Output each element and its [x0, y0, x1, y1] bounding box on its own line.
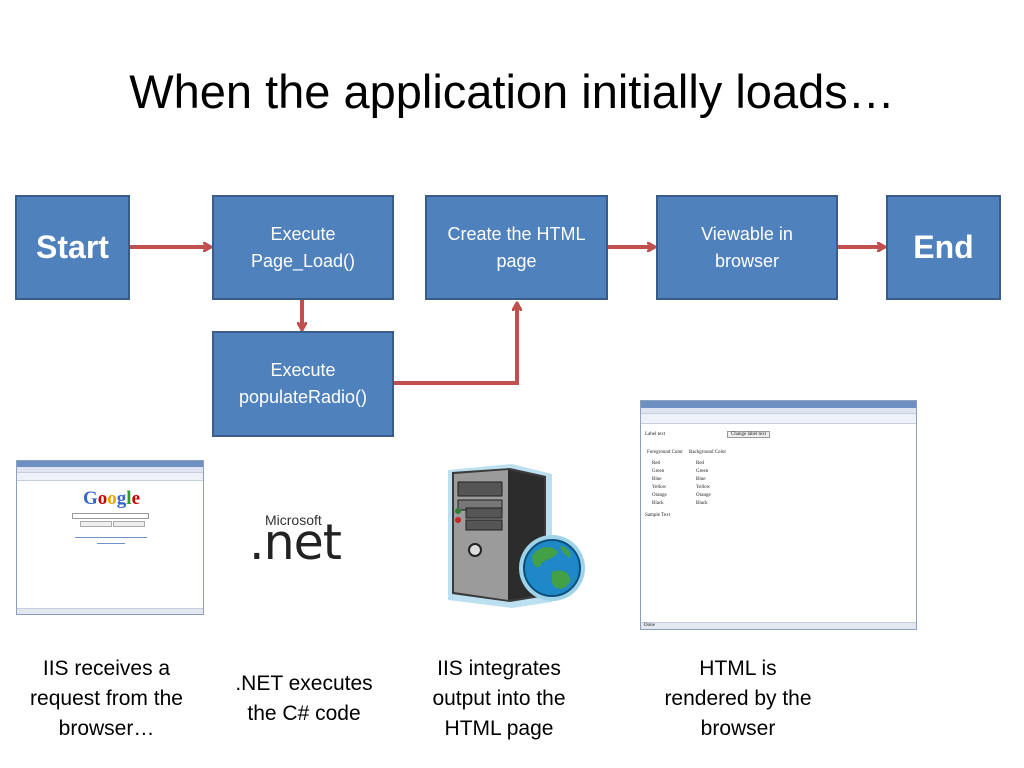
pageload-node: Execute Page_Load()	[212, 195, 394, 300]
shot-bg-heading: Background Color	[689, 450, 727, 455]
google-search-box	[72, 513, 149, 519]
shot-bg-red: Red	[696, 461, 705, 466]
shot-sample-text: Sample Text	[645, 513, 670, 518]
caption-iis-request: IIS receives a request from the browser…	[30, 657, 183, 740]
shot-fg-heading: Foreground Color	[647, 450, 683, 455]
shot-fg-blue: Blue	[652, 477, 662, 482]
shot-bg-yellow: Yellow	[696, 485, 711, 490]
shot-fg-yellow: Yellow	[652, 485, 667, 490]
microsoft-wordmark: Microsoft	[265, 512, 322, 528]
google-search-button	[80, 521, 112, 527]
caption-net-exec: .NET executes the C# code	[235, 672, 373, 725]
browser-screenshot: Google	[16, 460, 204, 615]
start-label: Start	[36, 229, 109, 265]
shot-bg-green: Green	[696, 469, 709, 474]
shot-fg-red: Red	[652, 461, 661, 466]
net-wordmark: .net	[249, 514, 342, 571]
create-html-label: Create the HTML page	[447, 224, 586, 271]
shot-fg-orange: Orange	[652, 493, 667, 498]
shot-bg-orange: Orange	[696, 493, 711, 498]
viewable-node: Viewable in browser	[656, 195, 838, 300]
end-label: End	[913, 229, 974, 265]
caption-iis-integrate: IIS integrates output into the HTML page	[432, 657, 566, 740]
shot-fg-black: Black	[652, 501, 664, 506]
caption-html-render: HTML is rendered by the browser	[664, 657, 812, 740]
start-node: Start	[15, 195, 130, 300]
shot-bg-blue: Blue	[696, 477, 706, 482]
shot-fg-green: Green	[652, 469, 665, 474]
slide-title: When the application initially loads…	[129, 65, 895, 118]
shot-label-text: Label text	[645, 432, 666, 437]
arrow-populate-to-create	[392, 304, 517, 385]
dotnet-logo: Microsoft .net	[247, 508, 351, 571]
google-logo: Google	[83, 488, 140, 509]
google-lucky-button	[113, 521, 145, 527]
shot-change-button: Change label text	[727, 431, 770, 438]
rendered-page-screenshot: Label text Change label text Foreground …	[640, 400, 917, 630]
populate-radio-label: Execute populateRadio()	[238, 360, 368, 407]
viewable-label: Viewable in browser	[701, 224, 793, 271]
server-globe-icon	[448, 464, 585, 608]
pageload-label: Execute Page_Load()	[250, 224, 356, 271]
create-html-node: Create the HTML page	[425, 195, 608, 300]
end-node: End	[886, 195, 1001, 300]
shot-status: Done	[644, 623, 655, 628]
shot-bg-black: Black	[696, 501, 708, 506]
populate-radio-node: Execute populateRadio()	[212, 331, 394, 437]
